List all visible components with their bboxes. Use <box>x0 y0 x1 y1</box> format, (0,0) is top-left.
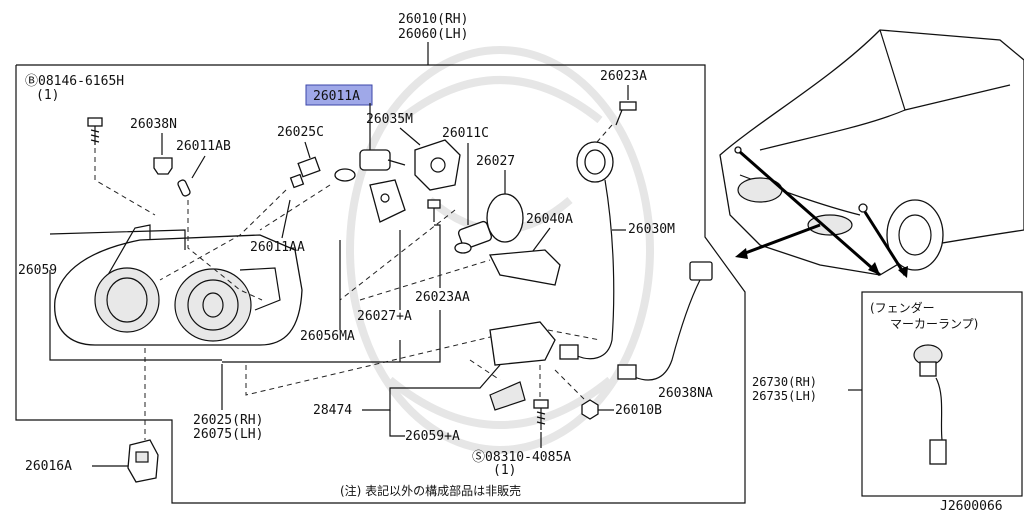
part-28474-label[interactable]: 28474 <box>313 403 352 418</box>
footer-note: (注) 表記以外の構成部品は非販売 <box>340 483 521 498</box>
xenon-bulb-26011C-icon[interactable] <box>454 220 493 254</box>
part-26023AA-label[interactable]: 26023AA <box>415 290 470 305</box>
screw-s-qty: (1) <box>493 463 516 478</box>
part-26025-rh-label[interactable]: 26025(RH) <box>193 413 263 428</box>
bulb-26011A-icon[interactable] <box>334 149 406 182</box>
part-26010B-label[interactable]: 26010B <box>615 403 662 418</box>
part-26023A-label[interactable]: 26023A <box>600 69 647 84</box>
part-26011AA-label[interactable]: 26011AA <box>250 240 305 255</box>
bracket-26040A-icon[interactable] <box>488 249 561 286</box>
clip-26016A-icon[interactable] <box>127 439 159 483</box>
bracket-26056MA-icon[interactable] <box>369 179 406 223</box>
cap-26027-icon[interactable] <box>486 193 524 243</box>
bolt-b-icon[interactable] <box>87 117 103 145</box>
screw-26023AA-icon[interactable] <box>427 199 441 222</box>
car-illustration <box>719 29 1024 276</box>
part-26040A-label[interactable]: 26040A <box>526 212 573 227</box>
part-26059plusA-label[interactable]: 26059+A <box>405 429 460 444</box>
part-26035M-label[interactable]: 26035M <box>366 112 413 127</box>
watermark-emblem <box>346 46 654 454</box>
part-26038NA-label[interactable]: 26038NA <box>658 386 713 401</box>
part-26038N-label[interactable]: 26038N <box>130 117 177 132</box>
part-26730-rh-label[interactable]: 26730(RH) <box>752 375 817 389</box>
socket-26038N-icon[interactable] <box>153 157 173 175</box>
fender-title-line2: マーカーランプ) <box>890 317 978 331</box>
part-26735-lh-label[interactable]: 26735(LH) <box>752 389 817 403</box>
part-26011AB-label[interactable]: 26011AB <box>176 139 231 154</box>
assembly-lh-label[interactable]: 26060(LH) <box>398 27 468 42</box>
bolt-b-qty: (1) <box>36 88 59 103</box>
screw-26023A-icon[interactable] <box>615 101 637 126</box>
fender-title-line1: (フェンダー <box>870 300 935 315</box>
headlamp-housing-icon[interactable] <box>54 224 303 346</box>
part-26056MA-label[interactable]: 26056MA <box>300 329 355 344</box>
part-26011A-label[interactable]: 26011A <box>313 89 360 104</box>
ballast-28474-icon[interactable] <box>489 321 556 411</box>
part-26027plusA-label[interactable]: 26027+A <box>357 309 412 324</box>
assembly-rh-label[interactable]: 26010(RH) <box>398 12 468 27</box>
harness-26030M-icon[interactable] <box>559 141 615 360</box>
pointer-arrows <box>735 150 908 278</box>
part-26027-label[interactable]: 26027 <box>476 154 515 169</box>
screw-s-icon[interactable] <box>533 399 549 430</box>
screw-s-label[interactable]: Ⓢ08310-4085A <box>472 450 571 465</box>
igniter-26035M-icon[interactable] <box>414 139 461 191</box>
bolt-b-label[interactable]: Ⓑ08146-6165H <box>25 74 124 89</box>
diagram-id: J2600066 <box>940 499 1003 511</box>
part-26025C-label[interactable]: 26025C <box>277 125 324 140</box>
fender-lamp-icon[interactable] <box>913 344 947 465</box>
part-26016A-label[interactable]: 26016A <box>25 459 72 474</box>
main-frame <box>15 42 746 504</box>
part-26011C-label[interactable]: 26011C <box>442 126 489 141</box>
nut-26010B-icon[interactable] <box>581 399 599 420</box>
highlight-box <box>305 84 373 106</box>
part-26075-lh-label[interactable]: 26075(LH) <box>193 427 263 442</box>
part-26030M-label[interactable]: 26030M <box>628 222 675 237</box>
bulb-26011AB-icon[interactable] <box>177 179 191 197</box>
fender-marker-box <box>861 291 1023 497</box>
socket-26025C-icon[interactable] <box>289 156 321 189</box>
part-26059-label[interactable]: 26059 <box>18 263 57 278</box>
harness-26038NA-icon[interactable] <box>617 261 713 381</box>
